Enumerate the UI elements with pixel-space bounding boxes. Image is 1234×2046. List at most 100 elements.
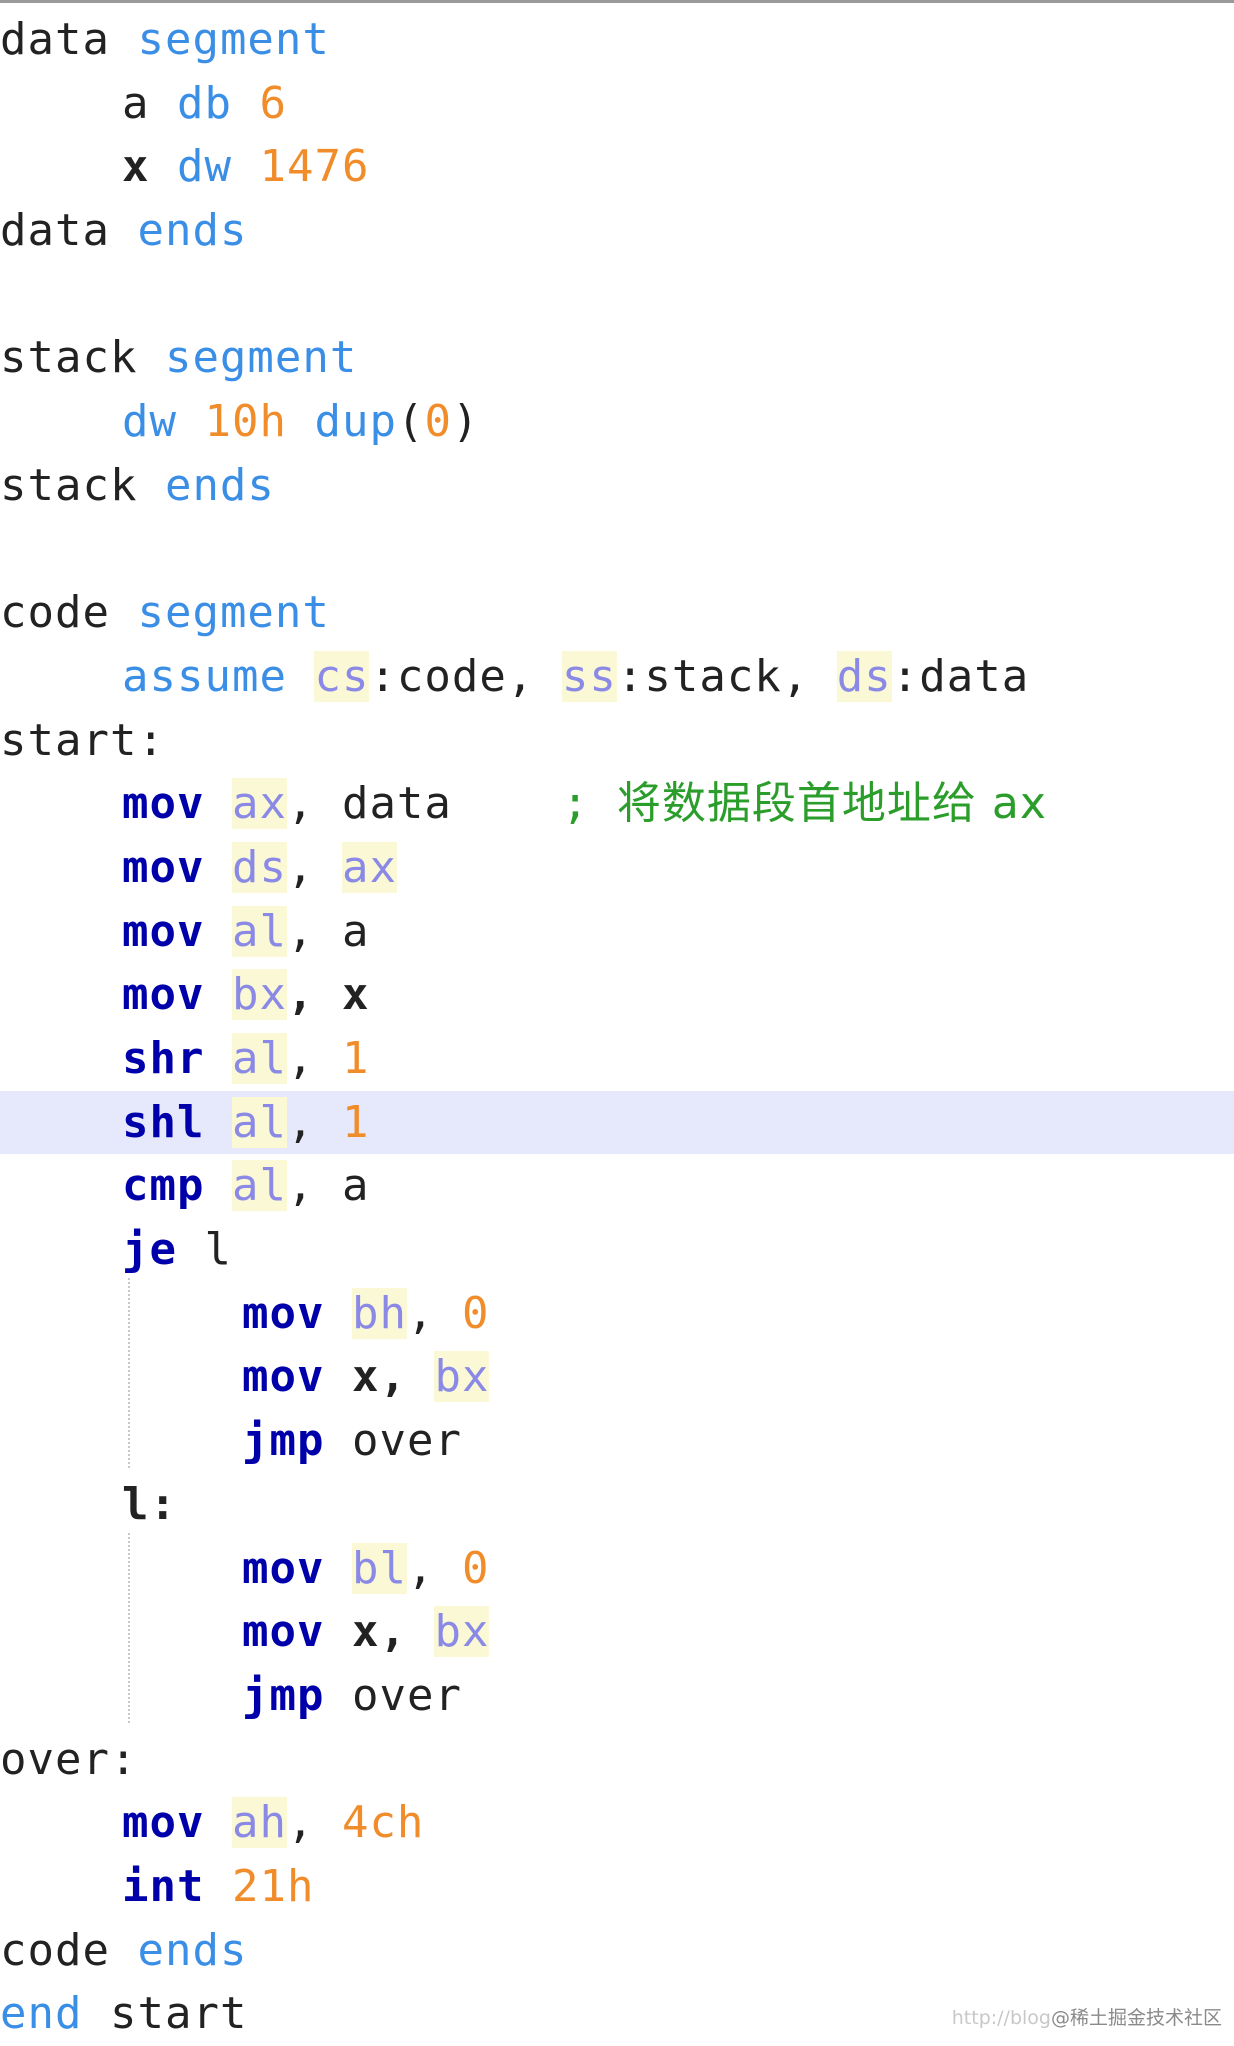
token-number: 4ch [341,1797,425,1849]
token-number: 21h [231,1860,315,1912]
token-number: 1 [341,1033,370,1084]
watermark: http://blog@稀土掘金技术社区 [952,2003,1222,2030]
code-line-5-blank [0,263,1234,327]
token-label: start: [0,714,165,766]
token-directive: assume [122,650,287,702]
token-var-name: x [122,141,150,193]
token-text: , [286,1096,342,1148]
token-register: ds [231,841,287,893]
token-label: over: [0,1733,138,1785]
token-label-ref: start [109,1988,248,2040]
token-register: ds [836,650,892,702]
code-editor[interactable]: data segment a db 6 x dw 1476 data ends … [0,8,1234,2046]
token-text: :data [891,650,1030,702]
token-segment-name: data [0,205,110,257]
token-directive: segment [137,587,330,639]
token-opcode: cmp [122,1160,205,1212]
token-register: bx [434,1351,490,1403]
token-comment: 将数据段首地址给 ax [616,778,1047,830]
code-line-3: x dw 1476 [0,135,1234,199]
token-opcode: mov [122,1797,205,1849]
code-line-6: stack segment [0,326,1234,390]
token-segment-name: data [0,14,110,65]
token-label: l: [122,1478,177,1530]
top-border [0,0,1234,3]
code-line-23: jmp over [0,1409,1234,1473]
token-segment-name: stack [0,332,138,384]
code-line-11: assume cs:code, ss:stack, ds:data [0,645,1234,709]
indent-guide [128,1278,130,1468]
indent-guide [128,1533,130,1723]
token-opcode: shl [122,1096,205,1148]
token-opcode: jmp [242,1669,325,1721]
code-line-28: over: [0,1728,1234,1792]
token-label-ref: l [204,1224,232,1276]
token-opcode: mov [122,841,205,893]
code-line-30: int 21h [0,1855,1234,1919]
token-text: , [406,1542,462,1594]
token-opcode: mov [122,969,205,1021]
code-line-12: start: [0,709,1234,773]
token-text: , [286,841,342,893]
code-line-18-current[interactable]: shl al, 1 [0,1090,1234,1155]
code-line-7: dw 10h dup(0) [0,390,1234,454]
token-label-ref: over [351,1669,462,1721]
code-line-8: stack ends [0,454,1234,518]
token-register: bx [434,1606,490,1658]
token-text: , [286,1033,342,1084]
token-directive: db [177,77,232,129]
token-text: , x [286,969,370,1021]
token-register: al [231,1096,287,1148]
code-line-2: a db 6 [0,72,1234,136]
code-line-20: je l [0,1218,1234,1282]
code-line-16: mov bx, x [0,963,1234,1027]
code-line-26: mov x, bx [0,1600,1234,1664]
token-opcode: jmp [242,1415,325,1467]
watermark-url: http://blog [951,2007,1051,2029]
code-line-10: code segment [0,581,1234,645]
token-opcode: mov [122,778,205,830]
code-line-14: mov ds, ax [0,836,1234,900]
token-directive: end [0,1988,83,2040]
token-opcode: int [122,1860,205,1912]
token-directive: dup [314,396,397,448]
token-number: 0 [461,1287,490,1339]
code-line-19: cmp al, a [0,1154,1234,1218]
token-text: , data [286,778,452,830]
token-text: x, [351,1606,435,1658]
token-opcode: mov [122,905,205,957]
token-text: :stack, [616,650,837,702]
token-directive: ends [164,459,275,511]
token-register: al [231,1033,287,1084]
token-register: al [231,905,287,957]
token-directive: segment [137,14,330,65]
token-opcode: mov [242,1351,325,1403]
token-opcode: mov [242,1606,325,1658]
token-label-ref: over [351,1415,462,1467]
token-opcode: je [122,1224,177,1276]
code-line-13: mov ax, data ; 将数据段首地址给 ax [0,772,1234,836]
token-register: ss [561,650,617,702]
token-directive: dw [177,141,232,193]
token-register: ax [231,778,287,830]
token-text: , a [286,1160,370,1212]
token-paren: ( [396,396,425,448]
token-text: :code, [369,650,562,702]
token-var-name: a [122,77,150,129]
token-directive: ends [137,1924,248,1976]
token-register: cs [314,650,370,702]
code-line-21: mov bh, 0 [0,1282,1234,1346]
token-register: al [231,1160,287,1212]
token-register: ax [341,841,397,893]
token-text: , [406,1287,462,1339]
token-directive: dw [122,396,177,448]
code-line-15: mov al, a [0,900,1234,964]
token-text: , a [286,905,370,957]
token-comment-marker: ; [561,778,590,830]
code-line-4: data ends [0,199,1234,263]
code-line-9-blank [0,518,1234,582]
token-number: 0 [461,1542,490,1594]
code-line-32: end start [0,1982,1234,2046]
code-line-31: code ends [0,1919,1234,1983]
token-segment-name: code [0,587,110,639]
